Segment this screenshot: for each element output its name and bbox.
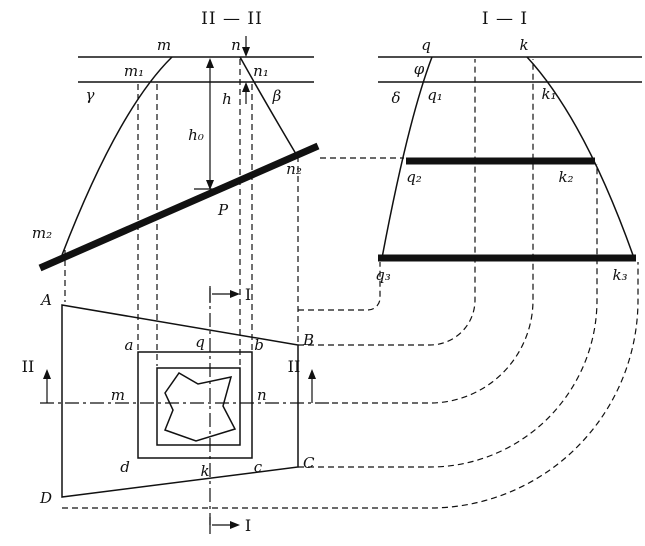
plan-ore-body-outline <box>164 372 237 442</box>
label-q1: q₁ <box>427 86 443 104</box>
label-q3: q₃ <box>375 266 391 284</box>
label-delta: δ <box>391 89 400 107</box>
label-plan-n: n <box>257 386 267 404</box>
label-k1: k₁ <box>541 85 556 103</box>
label-q: q <box>421 36 431 54</box>
label-beta: β <box>272 87 282 105</box>
section-1-title: I — I <box>482 9 528 29</box>
marker-II-right-arrowhead <box>308 369 316 379</box>
plan-inner-rectangle <box>156 367 241 446</box>
transfer-arc-q3 <box>298 262 381 311</box>
h-arrowhead-down <box>242 47 250 57</box>
label-h: h <box>222 90 232 108</box>
label-plan-C: C <box>303 454 315 472</box>
label-plan-B: B <box>302 331 314 349</box>
plan-pit-bottom-rectangle <box>137 351 253 459</box>
label-m1: m₁ <box>124 62 144 80</box>
marker-II-right-label: II <box>288 357 301 376</box>
label-p: P <box>217 201 229 219</box>
transfer-arc-k2 <box>298 164 598 468</box>
h-arrowhead-up <box>242 82 250 92</box>
label-plan-A: A <box>39 291 52 309</box>
s1-pit-wall-left <box>381 56 433 259</box>
label-h0: h₀ <box>188 126 204 144</box>
s2-pit-wall-right <box>239 56 297 155</box>
label-m2: m₂ <box>32 224 52 242</box>
marker-II-left-arrowhead <box>43 369 51 379</box>
label-plan-m: m <box>111 386 125 404</box>
label-n1: n₁ <box>253 62 269 80</box>
label-plan-q: q <box>195 333 205 351</box>
h0-arrowhead-up <box>206 58 214 68</box>
label-k2: k₂ <box>558 168 573 186</box>
label-phi: φ <box>414 60 425 78</box>
label-k: k <box>519 36 528 54</box>
marker-I-top-arrowhead <box>230 290 240 298</box>
label-plan-b: b <box>254 336 264 354</box>
label-plan-k: k <box>200 462 209 480</box>
marker-I-bottom-label: I <box>245 516 251 535</box>
label-k3: k₃ <box>612 266 627 284</box>
marker-I-top-label: I <box>245 285 251 304</box>
label-plan-a: a <box>125 336 134 354</box>
marker-I-bottom-arrowhead <box>230 521 240 529</box>
h0-arrowhead-down <box>206 180 214 190</box>
label-plan-c: c <box>254 458 263 476</box>
section-2-title: II — II <box>201 9 263 29</box>
label-n2: n₂ <box>286 160 302 178</box>
marker-II-left-label: II <box>22 357 35 376</box>
label-q2: q₂ <box>406 168 422 186</box>
label-n: n <box>231 36 241 54</box>
transfer-arc-k3 <box>62 262 639 509</box>
s1-pit-wall-right <box>526 56 635 259</box>
s2-ore-seam-line <box>38 142 320 272</box>
label-plan-D: D <box>39 489 52 507</box>
label-m: m <box>157 36 171 54</box>
transfer-arc-centerline <box>332 59 534 404</box>
label-gamma: γ <box>86 86 95 104</box>
label-plan-d: d <box>120 458 130 476</box>
s2-pit-wall-left <box>61 56 173 256</box>
